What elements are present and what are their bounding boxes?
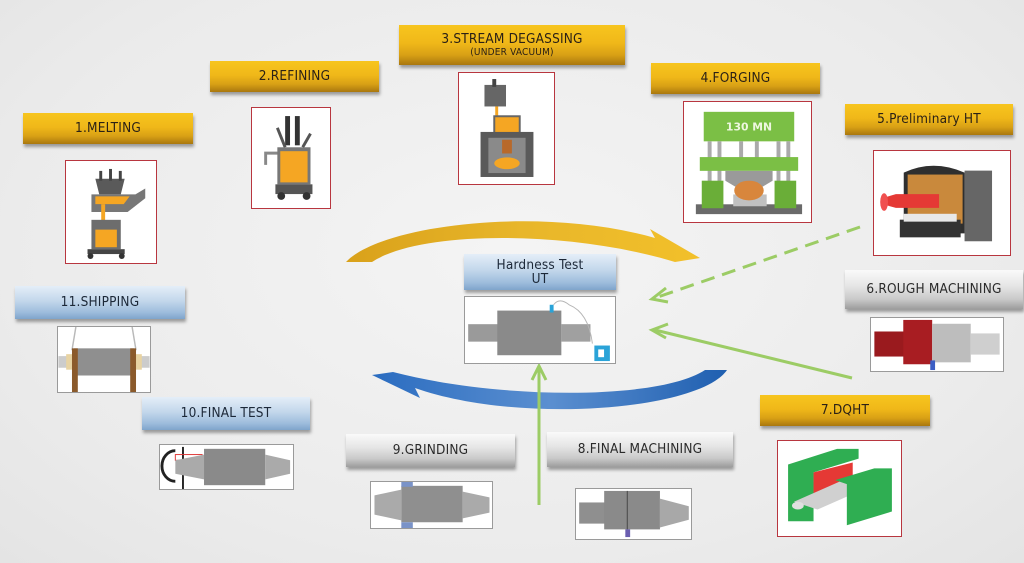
final-test-icon — [159, 444, 294, 490]
ladle-refining-icon — [251, 107, 331, 209]
step-refining-label: 2.REFINING — [210, 61, 379, 92]
step-final-test-label: 10.FINAL TEST — [142, 397, 310, 430]
clockwise-arrow-top — [346, 221, 700, 262]
step-dqht-label: 7.DQHT — [760, 395, 930, 426]
clockwise-arrow-bottom — [372, 370, 727, 410]
grinding-icon — [370, 481, 493, 529]
step-grinding-label: 9.GRINDING — [346, 434, 515, 467]
forging-press-icon: 130 MN — [683, 101, 812, 223]
vacuum-degassing-icon — [458, 72, 555, 185]
press-rating: 130 MN — [726, 121, 772, 134]
shipping-icon — [57, 326, 151, 393]
step-final-machining-label: 8.FINAL MACHINING — [547, 432, 733, 467]
connector-preliminary-ht — [654, 225, 861, 300]
ultrasonic-test-icon — [464, 296, 616, 364]
step-degassing-label: 3.STREAM DEGASSING (UNDER VACUUM) — [399, 25, 625, 65]
connector-dqht — [654, 328, 853, 380]
melting-furnace-icon — [65, 160, 157, 264]
step-preliminary-ht-label: 5.Preliminary HT — [845, 104, 1013, 135]
hardness-test-label: Hardness Test UT — [464, 254, 616, 290]
step-forging-label: 4.FORGING — [651, 63, 820, 94]
quench-heat-treatment-icon — [777, 440, 902, 537]
step-melting-label: 1.MELTING — [23, 113, 193, 144]
step-rough-machining-label: 6.ROUGH MACHINING — [845, 270, 1023, 309]
step-shipping-label: 11.SHIPPING — [15, 286, 185, 319]
heat-treatment-furnace-icon — [873, 150, 1011, 256]
rough-machining-icon — [870, 317, 1004, 372]
final-machining-icon — [575, 488, 692, 540]
